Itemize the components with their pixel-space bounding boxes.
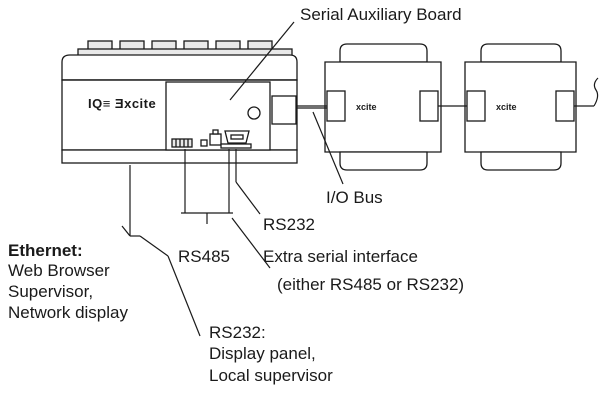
ethernet-title: Ethernet: bbox=[8, 241, 83, 260]
rs232-top-label: RS232 bbox=[263, 215, 315, 234]
io-module-1: xcite bbox=[324, 43, 442, 171]
rj-connector bbox=[209, 133, 222, 146]
rs232-bottom-title: RS232: bbox=[209, 323, 266, 342]
bus-continuation-icon bbox=[593, 77, 599, 107]
rs232-bottom-line-1: Display panel, bbox=[209, 344, 316, 363]
module1-bus-out bbox=[419, 90, 439, 122]
serial-auxiliary-board bbox=[165, 81, 271, 151]
extra-serial-label-1: Extra serial interface bbox=[263, 247, 418, 266]
board-led-icon bbox=[247, 106, 261, 120]
leader-lines bbox=[121, 21, 344, 337]
module1-logo: xcite bbox=[356, 102, 377, 112]
terminal-blocks bbox=[77, 40, 293, 57]
extra-serial-label-2: (either RS485 or RS232) bbox=[277, 275, 464, 294]
ethernet-line-1: Web Browser bbox=[8, 261, 110, 280]
io-bus-label: I/O Bus bbox=[326, 188, 383, 207]
module1-bus-in bbox=[326, 90, 346, 122]
main-controller: IQ≡ Ǝxcite bbox=[61, 40, 298, 164]
controller-logo: IQ≡ Ǝxcite bbox=[88, 96, 156, 111]
io-module-2: xcite bbox=[464, 43, 577, 171]
ethernet-line-2: Supervisor, bbox=[8, 282, 93, 301]
board-switch-icon bbox=[200, 139, 208, 147]
serial-aux-board-label: Serial Auxiliary Board bbox=[300, 5, 462, 24]
controller-base bbox=[61, 149, 298, 164]
labels: Serial Auxiliary Board I/O Bus RS232 RS4… bbox=[8, 5, 464, 385]
ethernet-line-3: Network display bbox=[8, 303, 128, 322]
module2-bus-in bbox=[466, 90, 486, 122]
rs485-label: RS485 bbox=[178, 247, 230, 266]
module2-bus-out bbox=[555, 90, 575, 122]
io-bus-wiring bbox=[296, 77, 599, 109]
rs485-connector bbox=[171, 138, 193, 148]
controller-top-shell bbox=[61, 54, 298, 81]
rs232-bottom-line-2: Local supervisor bbox=[209, 366, 333, 385]
main-bus-connector bbox=[271, 95, 297, 125]
module2-logo: xcite bbox=[496, 102, 517, 112]
